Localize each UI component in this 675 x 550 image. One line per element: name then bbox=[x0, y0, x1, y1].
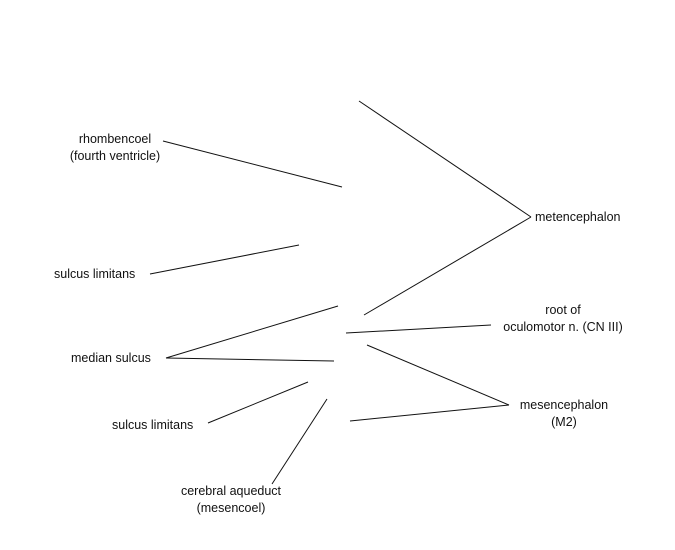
leader-metencephalon-b bbox=[363, 216, 532, 316]
leader-mesencephalon-b bbox=[349, 404, 510, 422]
leader-median-sulcus-a bbox=[165, 305, 339, 359]
leader-metencephalon-a bbox=[358, 100, 532, 218]
label-rhombencoel-line1: rhombencoel bbox=[78, 132, 152, 146]
label-root-oculomotor-line2: oculomotor n. (CN III) bbox=[503, 320, 623, 334]
label-mesencephalon-line1: mesencephalon bbox=[519, 398, 609, 412]
label-root-oculomotor-line1: root of bbox=[545, 303, 581, 317]
label-rhombencoel: rhombencoel (fourth ventricle) bbox=[55, 131, 175, 165]
label-mesencephalon-line2: (M2) bbox=[551, 415, 577, 429]
leader-sulcus-limitans-lower bbox=[207, 381, 309, 424]
label-sulcus-limitans-lower: sulcus limitans bbox=[112, 418, 194, 432]
leader-rhombencoel bbox=[162, 140, 343, 188]
leader-mesencephalon-a bbox=[366, 344, 510, 406]
leader-median-sulcus-b bbox=[165, 357, 335, 362]
label-mesencephalon: mesencephalon (M2) bbox=[508, 397, 620, 431]
leader-root-oculomotor bbox=[345, 324, 492, 334]
leader-sulcus-limitans-upper bbox=[149, 244, 300, 275]
label-rhombencoel-line2: (fourth ventricle) bbox=[69, 149, 161, 163]
label-metencephalon: metencephalon bbox=[535, 210, 621, 224]
label-cerebral-aqueduct-line1: cerebral aqueduct bbox=[180, 484, 282, 498]
leader-cerebral-aqueduct bbox=[271, 398, 328, 485]
label-root-oculomotor: root of oculomotor n. (CN III) bbox=[490, 302, 636, 336]
label-cerebral-aqueduct-line2: (mesencoel) bbox=[196, 501, 266, 515]
label-cerebral-aqueduct: cerebral aqueduct (mesencoel) bbox=[166, 483, 296, 517]
label-median-sulcus: median sulcus bbox=[71, 351, 151, 365]
label-sulcus-limitans-upper: sulcus limitans bbox=[54, 267, 136, 281]
